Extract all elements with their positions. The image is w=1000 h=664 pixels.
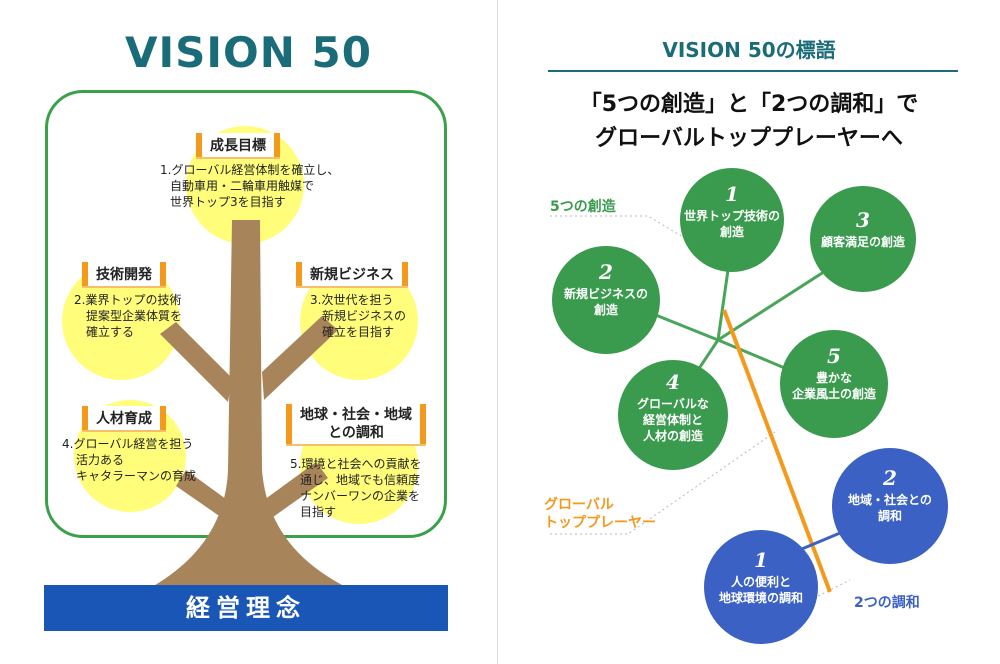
circle-line: 豊かな: [815, 371, 852, 385]
circle-line: 顧客満足の創造: [820, 235, 905, 249]
text-line: 5.環境と社会への貢献を: [290, 457, 422, 471]
circle-line: 地球環境の調和: [718, 591, 803, 605]
text-line: 確立する: [86, 325, 135, 339]
two-harmonies-label: 2つの調和: [854, 595, 920, 611]
creation-circle-1: 1 世界トップ技術の 創造: [680, 168, 784, 272]
hr-dev-text: 4.グローバル経営を担う 活力ある キャタラーマンの育成: [62, 436, 196, 484]
text-line: キャタラーマンの育成: [76, 469, 197, 483]
slogan-title: VISION 50の標語: [662, 38, 836, 62]
hr-dev-tag: 人材育成: [82, 406, 166, 430]
text-line: 1.グローバル経営体制を確立し、: [160, 163, 340, 177]
text-line: 自動車用・二輪車用触媒で: [170, 179, 315, 193]
label-line: グローバル: [544, 497, 614, 513]
creation-number: 3: [856, 208, 870, 232]
text-line: 世界トップ3を目指す: [170, 195, 286, 209]
harmony-tag: 地球・社会・地域 との調和: [286, 404, 426, 444]
circle-line: グローバルな: [637, 397, 709, 411]
creation-number: 5: [827, 344, 841, 368]
harmony-circle-1: 1 人の便利と 地球環境の調和: [704, 530, 818, 644]
text-line: 2.業界トップの技術: [74, 293, 182, 307]
global-top-player-label: グローバル トッププレーヤー: [544, 496, 656, 532]
text-line: 活力ある: [76, 453, 125, 467]
new-business-text: 3.次世代を担う 新規ビジネスの 確立を目指す: [310, 292, 406, 340]
management-philosophy-bar: 経営理念: [44, 585, 448, 631]
creation-number: 1: [725, 182, 739, 206]
circle-line: 地域・社会との: [848, 493, 932, 507]
circle-line: 人の便利と: [730, 575, 791, 589]
creation-circle-2: 2 新規ビジネスの 創造: [552, 246, 660, 354]
harmony-number: 2: [883, 466, 897, 490]
circle-line: 企業風土の創造: [791, 387, 876, 401]
harmony-tag-line: との調和: [328, 425, 384, 441]
harmony-text: 5.環境と社会への貢献を 通じ、地域でも信頼度 ナンバーワンの企業を 目指す: [290, 456, 421, 520]
creation-circle-3: 3 顧客満足の創造: [810, 186, 916, 292]
text-line: 通じ、地域でも信頼度: [300, 473, 421, 487]
growth-goal-tag: 成長目標: [196, 133, 280, 157]
harmony-tag-line: 地球・社会・地域: [300, 407, 412, 423]
tree-trunk: [150, 220, 348, 588]
circle-line: 新規ビジネスの: [563, 287, 648, 301]
creation-number: 4: [666, 370, 680, 394]
circle-line: 世界トップ技術の: [683, 209, 780, 223]
circle-line: 創造: [719, 225, 744, 239]
vision-tree-title: VISION 50: [125, 28, 372, 77]
creation-circle-5: 5 豊かな 企業風土の創造: [780, 330, 888, 438]
panel-divider: [497, 0, 498, 664]
creation-number: 2: [599, 260, 613, 284]
circle-line: 人材の創造: [642, 429, 703, 443]
vision-tree-panel: VISION 50 成長目標 技術開発 新規ビジネス 人材育成 地球・社会・地域…: [0, 0, 497, 664]
text-line: 提案型企業体質を: [86, 309, 183, 323]
text-line: 確立を目指す: [322, 325, 395, 339]
title-rule: [548, 70, 958, 72]
tech-dev-tag: 技術開発: [82, 262, 166, 286]
label-line: トッププレーヤー: [544, 515, 656, 531]
harmony-number: 1: [754, 548, 768, 572]
creation-circle-4: 4 グローバルな 経営体制と 人材の創造: [618, 360, 728, 470]
text-line: 新規ビジネスの: [322, 309, 407, 323]
text-line: 3.次世代を担う: [310, 293, 394, 307]
vision-slogan-panel: VISION 50の標語 「5つの創造」と「2つの調和」で グローバルトッププレ…: [498, 0, 1000, 664]
circle-line: 経営体制と: [642, 413, 703, 427]
new-business-tag: 新規ビジネス: [296, 262, 408, 286]
headline-line-2: グローバルトッププレーヤーへ: [595, 126, 903, 151]
text-line: 目指す: [300, 505, 337, 519]
growth-goal-text: 1.グローバル経営体制を確立し、 自動車用・二輪車用触媒で 世界トップ3を目指す: [160, 162, 339, 210]
text-line: 4.グローバル経営を担う: [62, 437, 194, 451]
circle-line: 創造: [593, 303, 618, 317]
five-creations-label: 5つの創造: [550, 199, 616, 215]
harmony-circle-2: 2 地域・社会との 調和: [832, 448, 948, 564]
text-line: ナンバーワンの企業を: [300, 489, 421, 503]
headline-line-1: 「5つの創造」と「2つの調和」で: [579, 92, 919, 117]
tech-dev-text: 2.業界トップの技術 提案型企業体質を 確立する: [74, 292, 182, 340]
circle-line: 調和: [877, 509, 902, 523]
